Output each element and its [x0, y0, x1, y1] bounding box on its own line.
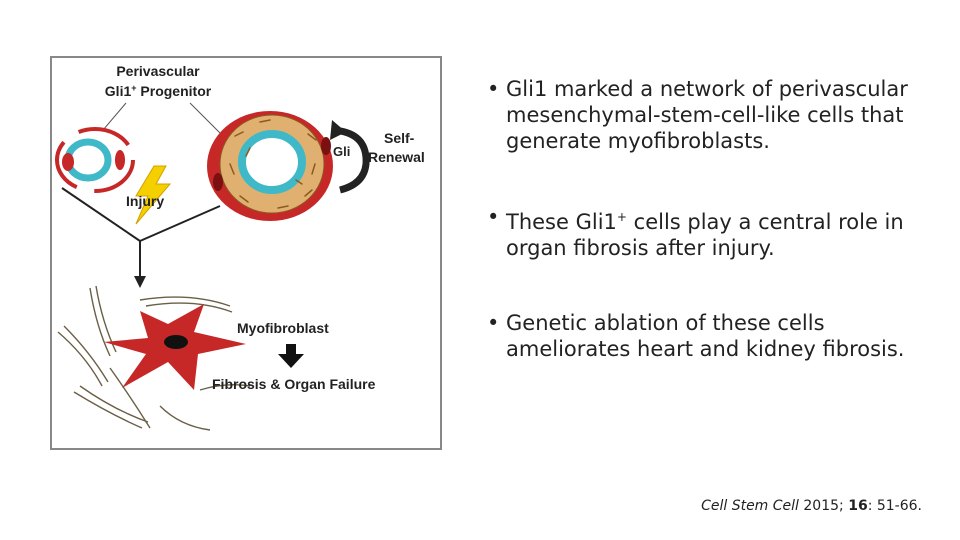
gli1-figure: Perivascular Gli1+ Progenitor — [50, 56, 442, 450]
bullet-text: Gli1 marked a network of perivascular me… — [506, 77, 908, 153]
myofibroblast-nucleus-icon — [164, 335, 188, 349]
bullet-dot: • — [487, 311, 500, 335]
down-arrow-icon — [134, 276, 146, 288]
bullet-text: Genetic ablation of these cells ameliora… — [506, 311, 905, 361]
fibrosis-arrow-icon — [278, 344, 304, 368]
ecm-fibers-icon — [57, 285, 251, 431]
injury-label: Injury — [126, 193, 164, 209]
expanded-vessel-icon — [207, 111, 333, 221]
small-vessel-icon — [55, 127, 135, 193]
citation-pages: : 51-66. — [867, 498, 922, 514]
progenitor-label-line1: Perivascular — [116, 63, 200, 79]
injury-bolt-icon — [135, 165, 172, 225]
self-renewal-arrow-icon — [331, 126, 370, 194]
pointer-line-right — [189, 102, 226, 139]
figure-diagram: Perivascular Gli1+ Progenitor — [50, 56, 442, 450]
converge-line-right — [139, 205, 221, 242]
bullet-item: • Gli1 marked a network of perivascular … — [487, 76, 927, 154]
citation-volume: 16 — [848, 498, 868, 514]
progenitor-label-line2: Gli1+ Progenitor — [105, 83, 212, 99]
myofibroblast-label: Myofibroblast — [237, 320, 329, 336]
bullet-dot: • — [487, 205, 500, 229]
bullet-item: • Genetic ablation of these cells amelio… — [487, 310, 927, 362]
bullet-item: • These Gli1+ cells play a central role … — [487, 204, 927, 261]
citation: Cell Stem Cell 2015; 16: 51-66. — [701, 498, 922, 514]
self-renewal-label-line2: Renewal — [368, 149, 425, 165]
bullet-text: These Gli1+ cells play a central role in… — [506, 210, 904, 260]
self-renewal-label-line1: Self- — [384, 130, 415, 146]
bullet-list: • Gli1 marked a network of perivascular … — [487, 76, 927, 362]
outcome-label: Fibrosis & Organ Failure — [212, 376, 376, 392]
citation-year: 2015; — [798, 498, 849, 514]
self-renewal-arrowhead-icon — [330, 120, 346, 140]
bullet-dot: • — [487, 77, 500, 101]
converge-line-left — [61, 187, 141, 242]
gli-label: Gli — [333, 144, 350, 159]
citation-journal: Cell Stem Cell — [701, 498, 799, 514]
